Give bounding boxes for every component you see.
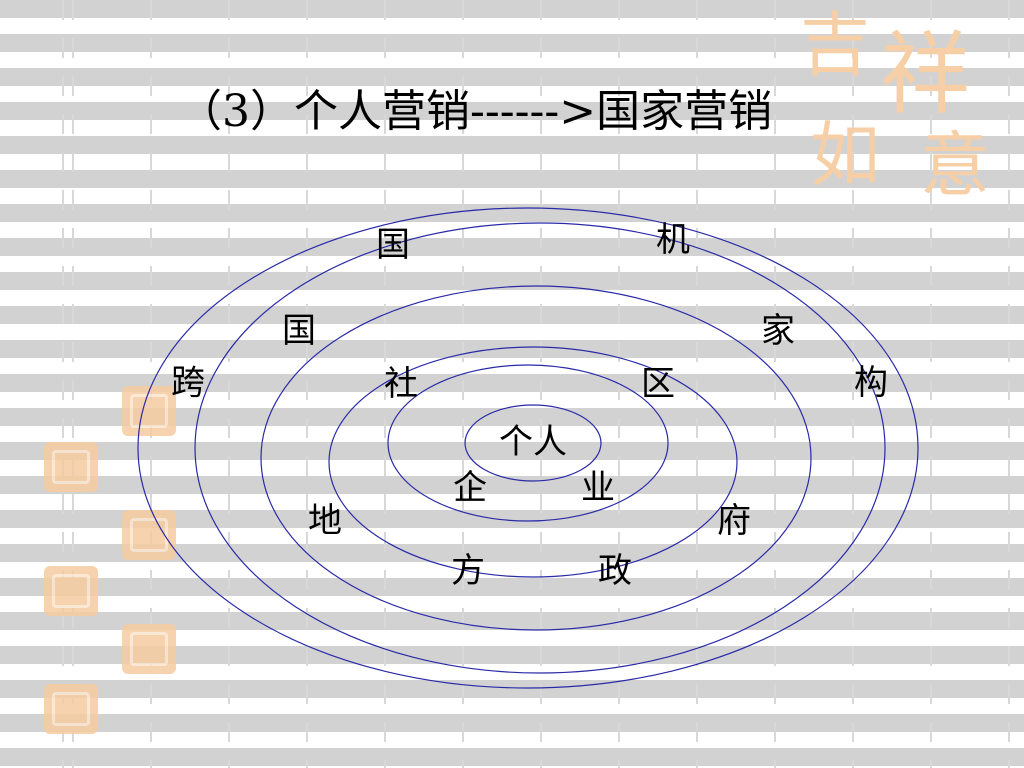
label-ji: 机 (656, 220, 690, 260)
label-guo-outer: 国 (376, 225, 410, 265)
label-gou: 构 (854, 363, 888, 403)
label-she: 社 (384, 364, 418, 404)
seal-icon (122, 510, 176, 560)
label-guo-inner: 国 (282, 311, 316, 351)
ring-local-government (260, 285, 812, 631)
label-fang: 方 (451, 551, 485, 591)
label-fu: 府 (717, 501, 751, 541)
label-qu: 区 (641, 364, 675, 404)
auspicious-watermark: 吉 祥 如 意 (790, 10, 1020, 220)
seal-icon (44, 684, 98, 734)
watermark-char: 吉 (800, 4, 870, 86)
rings (137, 207, 919, 689)
label-kua: 跨 (171, 363, 205, 403)
watermark-char: 如 (810, 114, 880, 196)
label-individual: 个人 (499, 422, 567, 462)
watermark-char: 意 (920, 124, 990, 206)
ring-community (328, 346, 738, 578)
label-di: 地 (308, 501, 342, 541)
label-zheng: 政 (598, 551, 632, 591)
label-qi: 企 (453, 468, 487, 508)
ring-individual (464, 404, 602, 482)
label-ye: 业 (581, 468, 615, 508)
ring-national (194, 222, 886, 674)
slide-title: （3）个人营销------>国家营销 (178, 86, 773, 137)
ring-enterprise (387, 364, 669, 522)
ring-transnational (137, 207, 919, 689)
seal-icon (44, 566, 98, 616)
seal-icon (44, 442, 98, 492)
seal-icon (122, 624, 176, 674)
watermark-char: 祥 (880, 22, 970, 127)
label-jia: 家 (761, 311, 795, 351)
seal-icon (122, 386, 176, 436)
